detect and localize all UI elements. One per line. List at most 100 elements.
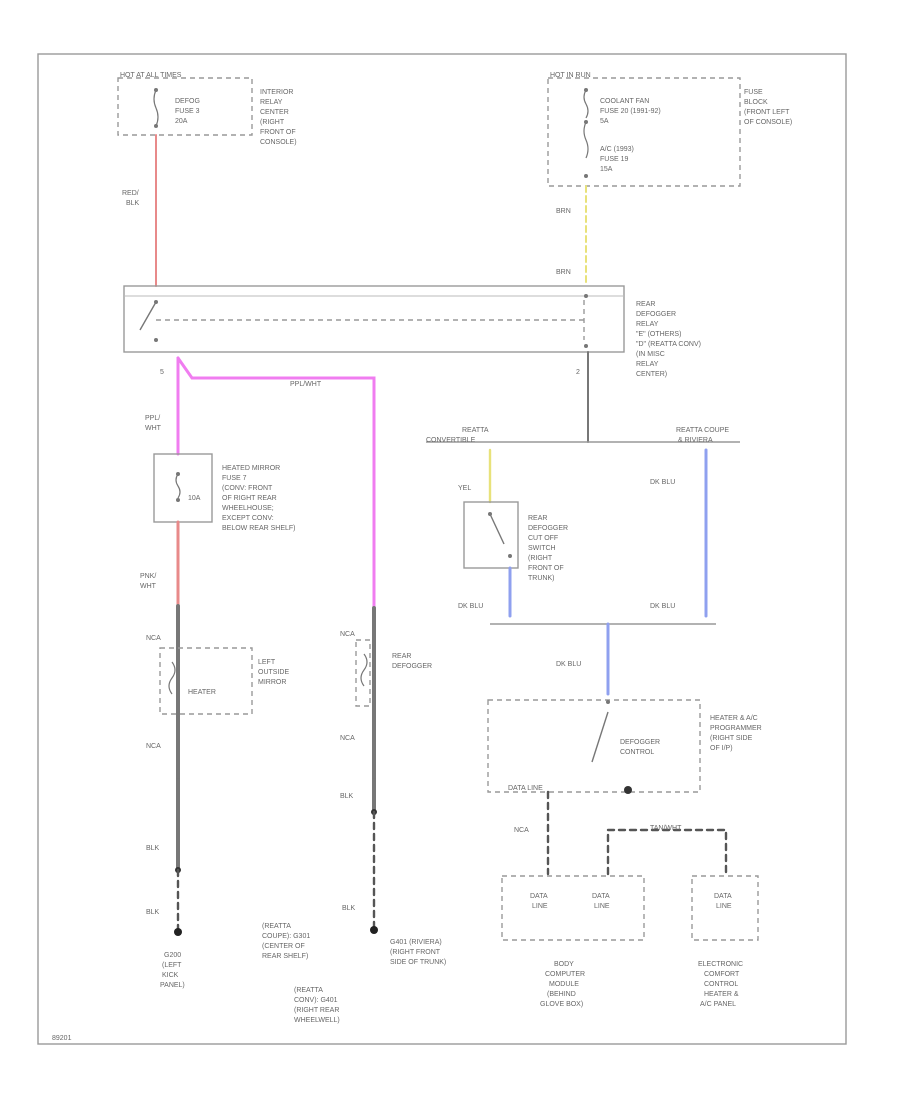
data-line-small-label: DATA LINE bbox=[508, 785, 543, 792]
svg-text:RELAY: RELAY bbox=[636, 321, 659, 328]
rear-defogger-relay-box bbox=[123, 285, 625, 353]
svg-text:G401 (RIVIERA): G401 (RIVIERA) bbox=[390, 939, 442, 946]
svg-text:KICK: KICK bbox=[162, 972, 179, 979]
relay-contact-bottom bbox=[154, 338, 158, 342]
svg-text:REAR: REAR bbox=[636, 301, 655, 308]
relay-pin-5: 5 bbox=[160, 369, 164, 376]
svg-text:MIRROR: MIRROR bbox=[258, 679, 286, 686]
dk-blu-label-a: DK BLU bbox=[458, 603, 483, 610]
svg-text:CONTROL: CONTROL bbox=[704, 981, 738, 988]
heated-mirror-fuse-symbol bbox=[175, 473, 181, 499]
svg-text:FUSE: FUSE bbox=[744, 89, 763, 96]
svg-text:DEFOGGER: DEFOGGER bbox=[528, 525, 568, 532]
svg-text:CONV): G401: CONV): G401 bbox=[294, 997, 338, 1004]
svg-text:BLK: BLK bbox=[126, 200, 140, 207]
svg-text:MODULE: MODULE bbox=[549, 981, 579, 988]
diagram-frame bbox=[37, 53, 847, 1045]
coolant-fan-fuse-symbol bbox=[583, 89, 589, 119]
svg-text:LINE: LINE bbox=[594, 903, 610, 910]
svg-text:DATA: DATA bbox=[592, 893, 610, 900]
fuse-block-box bbox=[547, 77, 741, 187]
svg-text:WHEELHOUSE;: WHEELHOUSE; bbox=[222, 505, 274, 512]
heated-mirror-fuse-box bbox=[153, 453, 213, 523]
svg-text:SWITCH: SWITCH bbox=[528, 545, 556, 552]
reatta-conv-ground-label: (REATTA CONV): G401 (RIGHT REAR WHEELWEL… bbox=[294, 987, 340, 1024]
svg-text:WHT: WHT bbox=[140, 583, 157, 590]
riviera-label: & RIVIERA bbox=[678, 437, 713, 444]
svg-text:DATA: DATA bbox=[714, 893, 732, 900]
svg-text:FUSE 3: FUSE 3 bbox=[175, 108, 200, 115]
defogger-control-switch bbox=[591, 711, 609, 763]
svg-text:15A: 15A bbox=[600, 166, 613, 173]
svg-text:(IN MISC: (IN MISC bbox=[636, 351, 665, 358]
data-line-b-label: DATA LINE bbox=[592, 893, 610, 910]
svg-text:20A: 20A bbox=[175, 118, 188, 125]
programmer-input-terminal bbox=[606, 700, 610, 704]
rear-defogger-cutoff-switch-label: REAR DEFOGGER CUT OFF SWITCH (RIGHT FRON… bbox=[528, 515, 568, 582]
svg-text:COOLANT FAN: COOLANT FAN bbox=[600, 98, 649, 105]
svg-text:PNK/: PNK/ bbox=[140, 573, 156, 580]
heated-mirror-fuse-label: HEATED MIRROR FUSE 7 (CONV: FRONT OF RIG… bbox=[222, 465, 296, 532]
g401-label: G401 (RIVIERA) (RIGHT FRONT SIDE OF TRUN… bbox=[390, 939, 446, 966]
brn-top-label: BRN bbox=[556, 208, 571, 215]
svg-text:BLOCK: BLOCK bbox=[744, 99, 768, 106]
svg-text:FUSE 20 (1991-92): FUSE 20 (1991-92) bbox=[600, 108, 661, 115]
nca-label-1: NCA bbox=[146, 635, 161, 642]
svg-text:HEATER & A/C: HEATER & A/C bbox=[710, 715, 758, 722]
left-outside-mirror-label: LEFT OUTSIDE MIRROR bbox=[258, 659, 289, 686]
svg-text:EXCEPT CONV:: EXCEPT CONV: bbox=[222, 515, 274, 522]
svg-text:OF RIGHT REAR: OF RIGHT REAR bbox=[222, 495, 277, 502]
dk-blu-label-c: DK BLU bbox=[556, 661, 581, 668]
svg-text:RED/: RED/ bbox=[122, 190, 139, 197]
svg-text:(RIGHT: (RIGHT bbox=[528, 555, 553, 562]
svg-text:WHT: WHT bbox=[145, 425, 162, 432]
rear-defogger-relay-label: REAR DEFOGGER RELAY "E" (OTHERS) "D" (RE… bbox=[636, 301, 701, 378]
svg-text:CONTROL: CONTROL bbox=[620, 749, 654, 756]
interior-relay-center-label: INTERIOR RELAY CENTER (RIGHT FRONT OF CO… bbox=[260, 89, 297, 146]
blk-label-3: BLK bbox=[340, 793, 354, 800]
relay-coil-terminal-bottom bbox=[584, 344, 588, 348]
svg-text:DEFOGGER: DEFOGGER bbox=[620, 739, 660, 746]
fuse-terminal-bottom bbox=[154, 124, 158, 128]
svg-text:DATA: DATA bbox=[530, 893, 548, 900]
svg-text:COMFORT: COMFORT bbox=[704, 971, 740, 978]
relay-switch-blade bbox=[139, 301, 157, 331]
nca-label-5: NCA bbox=[514, 827, 529, 834]
svg-text:OF I/P): OF I/P) bbox=[710, 745, 733, 752]
ground-g200 bbox=[174, 928, 182, 936]
svg-text:LINE: LINE bbox=[716, 903, 732, 910]
svg-text:G200: G200 bbox=[164, 952, 181, 959]
svg-text:COUPE): G301: COUPE): G301 bbox=[262, 933, 310, 940]
heater-ac-programmer-box bbox=[487, 699, 701, 793]
relay-coil-terminal-top bbox=[584, 294, 588, 298]
ac-fuse-label: A/C (1993) FUSE 19 15A bbox=[600, 146, 634, 173]
electronic-comfort-label: ELECTRONIC COMFORT CONTROL HEATER & A/C … bbox=[698, 961, 743, 1008]
svg-text:BODY: BODY bbox=[554, 961, 574, 968]
svg-text:OF CONSOLE): OF CONSOLE) bbox=[744, 119, 792, 126]
hot-in-run-label: HOT IN RUN bbox=[550, 72, 591, 79]
reatta-conv-label: REATTA bbox=[462, 427, 489, 434]
svg-text:FUSE 19: FUSE 19 bbox=[600, 156, 629, 163]
svg-text:(FRONT LEFT: (FRONT LEFT bbox=[744, 109, 790, 116]
svg-text:HEATER &: HEATER & bbox=[704, 991, 739, 998]
fuse-10a-label: 10A bbox=[188, 495, 201, 502]
svg-text:CUT OFF: CUT OFF bbox=[528, 535, 558, 542]
cutoff-switch-blade bbox=[489, 513, 505, 545]
defog-fuse-label: DEFOG FUSE 3 20A bbox=[175, 98, 200, 125]
svg-text:(CONV: FRONT: (CONV: FRONT bbox=[222, 485, 273, 492]
svg-text:WHEELWELL): WHEELWELL) bbox=[294, 1017, 340, 1024]
body-computer-module-label: BODY COMPUTER MODULE (BEHIND GLOVE BOX) bbox=[540, 961, 585, 1008]
ppl-wht-wire-rear bbox=[176, 356, 376, 610]
brn-relay-label: BRN bbox=[556, 269, 571, 276]
svg-text:DEFOGGER: DEFOGGER bbox=[636, 311, 676, 318]
ppl-wht-horizontal-label: PPL/WHT bbox=[290, 381, 322, 388]
nca-label-3: NCA bbox=[146, 743, 161, 750]
blk-label-4: BLK bbox=[342, 905, 356, 912]
svg-text:DEFOGGER: DEFOGGER bbox=[392, 663, 432, 670]
hot-at-all-times-label: HOT AT ALL TIMES bbox=[120, 72, 182, 79]
svg-text:(REATTA: (REATTA bbox=[294, 987, 323, 994]
g200-label: G200 (LEFT KICK PANEL) bbox=[160, 952, 185, 989]
svg-text:PPL/: PPL/ bbox=[145, 415, 160, 422]
svg-text:(RIGHT FRONT: (RIGHT FRONT bbox=[390, 949, 441, 956]
